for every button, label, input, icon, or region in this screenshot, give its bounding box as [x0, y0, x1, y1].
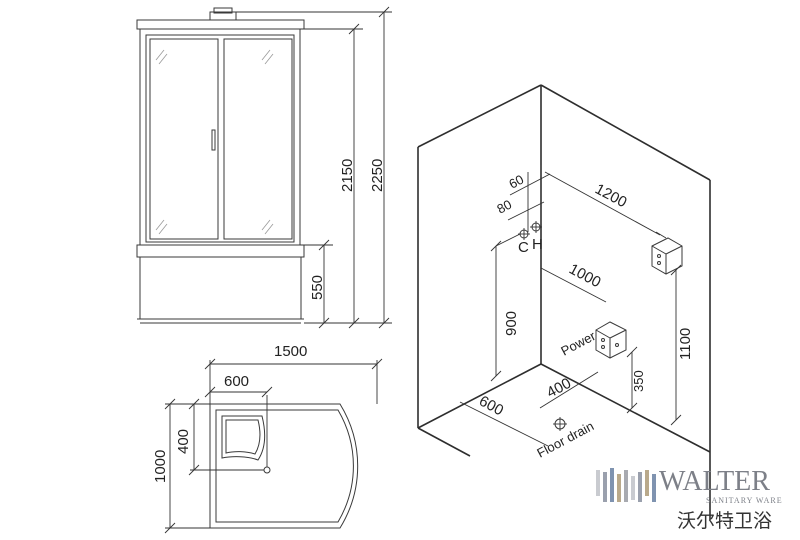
door-handle	[211, 129, 216, 151]
dim-900-label: 900	[503, 311, 520, 336]
water-inlets: C H	[518, 221, 543, 256]
cabin-frame	[139, 28, 301, 246]
dim-1000r-line	[540, 267, 607, 303]
dim-1000r-label: 1000	[566, 261, 603, 292]
dim-600r-line	[459, 401, 549, 447]
tray-outline	[209, 403, 359, 529]
plan-view: 1500 600 1000 400	[152, 343, 383, 534]
upper-socket	[651, 237, 683, 275]
room-view: C H 60 80 1200 1000 900	[417, 84, 711, 520]
dim-1100-label: 1100	[677, 328, 694, 360]
hot-label: H	[532, 236, 543, 253]
brand-tagline: SANITARY WARE	[706, 496, 783, 505]
dim-60-line	[509, 173, 551, 196]
dim-2250-label: 2250	[369, 159, 386, 192]
dim-1500-label: 1500	[274, 343, 307, 360]
dim-350-label: 350	[631, 370, 646, 392]
top-fitting-cap	[213, 7, 233, 14]
dim-1200-label: 1200	[592, 181, 629, 212]
left-door	[149, 38, 219, 240]
brand-chinese-name: 沃尔特卫浴	[677, 510, 772, 532]
dim-600-label: 600	[224, 373, 249, 390]
brand-logo: WALTER SANITARY WARE 沃尔特卫浴	[596, 466, 783, 532]
logo-bars-icon	[596, 468, 656, 502]
cabin-inner-frame	[145, 34, 295, 243]
right-door	[223, 38, 293, 240]
power-socket	[595, 321, 627, 359]
drain-circle	[263, 466, 271, 474]
dim-550-label: 550	[309, 275, 326, 300]
cold-label: C	[518, 239, 529, 256]
tray-base	[139, 256, 302, 320]
top-frame	[136, 19, 305, 30]
dim-1000-label: 1000	[152, 450, 169, 483]
dim-60-label: 60	[506, 172, 526, 192]
front-view: 550 2150 2250	[136, 6, 392, 329]
dim-1200-line	[544, 171, 661, 236]
dim-80-line	[507, 201, 545, 221]
tray-rim	[136, 244, 305, 258]
corner-seat	[221, 415, 266, 461]
brand-name: WALTER	[659, 466, 770, 497]
tray-inner-outline	[215, 409, 354, 523]
dim-600r-label: 600	[476, 393, 506, 420]
dim-400-label: 400	[175, 429, 192, 454]
dim-80-label: 80	[494, 197, 514, 217]
power-label: Power	[558, 328, 598, 359]
dim-400r-line	[539, 371, 599, 409]
dim-2150-label: 2150	[339, 159, 356, 192]
